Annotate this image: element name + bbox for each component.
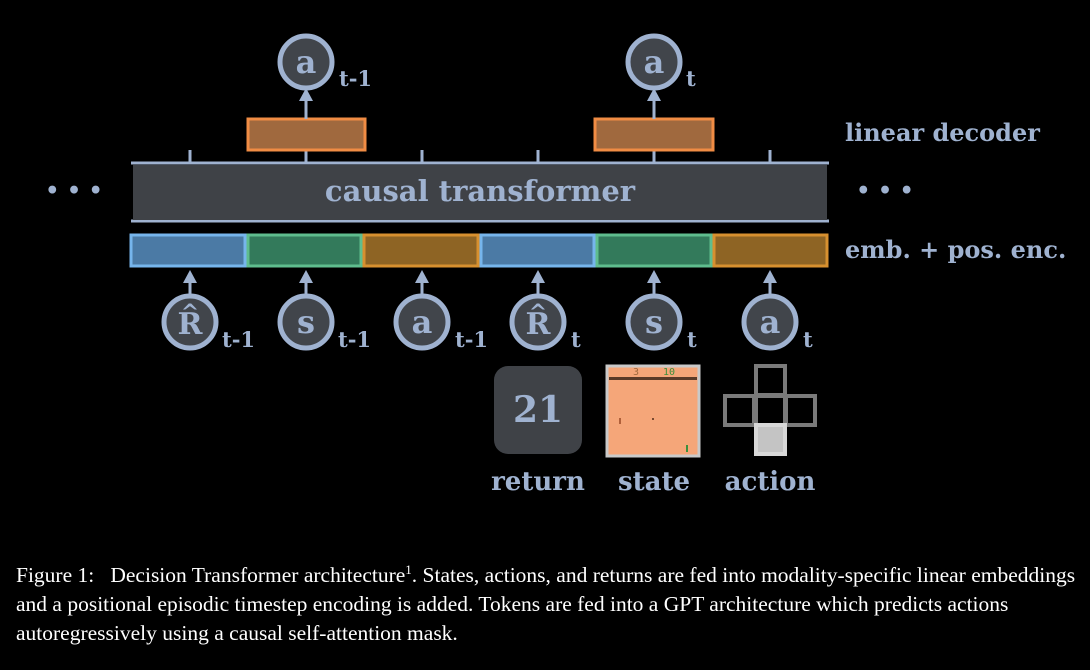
input-node-action-t-1: a t-1 xyxy=(393,293,488,352)
embedding-row xyxy=(129,233,829,268)
return-example-box xyxy=(494,366,582,454)
caption-text-b: . States, actions, and returns are fed i… xyxy=(16,563,1076,645)
ellipsis-left: • • • xyxy=(45,178,103,204)
embedding-box-state-t-1 xyxy=(246,233,363,268)
caption-text-a: Decision Transformer architecture xyxy=(110,563,406,587)
return-example-value: 21 xyxy=(513,389,563,431)
action-example-label: action xyxy=(725,467,816,497)
input-node-subscript: t xyxy=(571,327,581,352)
embedding-label: emb. + pos. enc. xyxy=(845,235,1066,264)
causal-transformer-label: causal transformer xyxy=(325,174,636,208)
input-node-return-t-1: ^ R t-1 xyxy=(161,293,255,352)
input-node-hat: ^ xyxy=(529,300,547,326)
embedding-box-return-t xyxy=(479,233,596,268)
embedding-box-action-t-1 xyxy=(362,233,480,268)
input-node-symbol: R xyxy=(178,307,204,342)
output-node-symbol: a xyxy=(644,43,665,81)
output-node-subscript: t-1 xyxy=(339,66,372,91)
input-node-subscript: t-1 xyxy=(338,327,371,352)
linear-decoder-box-t xyxy=(593,117,715,152)
action-example-dpad xyxy=(723,364,817,456)
output-node-a-t: a t xyxy=(625,33,696,91)
input-node-symbol: a xyxy=(412,303,433,341)
input-node-state-t: s t xyxy=(625,293,697,352)
output-node-subscript: t xyxy=(686,66,696,91)
embedding-box-return-t-1 xyxy=(129,233,247,268)
input-node-symbol: s xyxy=(297,303,315,341)
output-node-a-t-1: a t-1 xyxy=(277,33,372,91)
return-example-label: return xyxy=(491,467,585,497)
embedding-box-action-t xyxy=(712,233,829,268)
ellipsis-right: • • • xyxy=(856,178,914,204)
input-node-action-t: a t xyxy=(741,293,813,352)
output-node-symbol: a xyxy=(296,43,317,81)
state-score-left: 3 xyxy=(633,367,639,378)
input-node-state-t-1: s t-1 xyxy=(277,293,371,352)
embedding-box-state-t xyxy=(595,233,713,268)
state-score-right: 10 xyxy=(663,367,675,378)
input-node-subscript: t-1 xyxy=(455,327,488,352)
input-node-subscript: t xyxy=(687,327,697,352)
caption-footnote: 1 xyxy=(405,561,412,577)
state-example-screen: 3 10 xyxy=(605,364,701,458)
caption-prefix: Figure 1: xyxy=(16,563,95,587)
input-node-hat: ^ xyxy=(181,300,199,326)
input-node-subscript: t-1 xyxy=(222,327,255,352)
causal-transformer-block xyxy=(133,165,827,220)
decision-transformer-diagram: • • • • • • causal transformer linear de… xyxy=(45,33,1066,497)
output-arrows xyxy=(299,88,661,119)
input-node-symbol: s xyxy=(645,303,663,341)
input-node-return-t: ^ R t xyxy=(509,293,581,352)
input-node-symbol: a xyxy=(760,303,781,341)
input-node-symbol: R xyxy=(526,307,552,342)
linear-decoder-label: linear decoder xyxy=(845,118,1040,147)
input-node-subscript: t xyxy=(803,327,813,352)
state-example-label: state xyxy=(618,467,690,497)
figure-caption: Figure 1: Decision Transformer architect… xyxy=(16,561,1078,648)
input-arrows xyxy=(183,270,777,294)
transformer-ticks xyxy=(131,150,829,223)
linear-decoder-box-t-1 xyxy=(246,117,367,152)
